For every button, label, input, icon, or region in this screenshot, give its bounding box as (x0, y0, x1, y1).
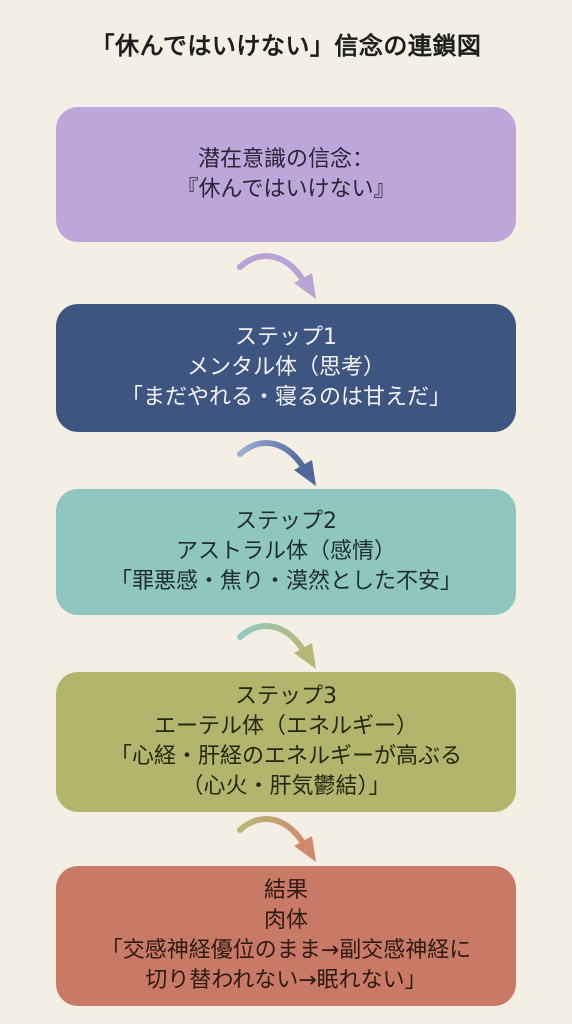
box-line: 切り替われない→眠れない」 (145, 968, 427, 993)
box-line: （心火・肝気鬱結）」 (181, 774, 391, 799)
step2-box: ステップ2 アストラル体（感情） 「罪悪感・焦り・漠然とした不安」 (56, 489, 516, 615)
box-line: エーテル体（エネルギー） (153, 714, 418, 739)
curved-arrow-icon (237, 816, 316, 862)
diagram-title: 「休んではいけない」信念の連鎖図 (90, 32, 482, 60)
box-line: 「心経・肝経のエネルギーが高ぶる (109, 744, 462, 769)
box-line: 潜在意識の信念： (197, 146, 374, 172)
box-line: 「交感神経優位のまま→副交感神経に (100, 938, 472, 963)
curved-arrow-icon (237, 253, 316, 299)
box-line: 結果 (263, 878, 308, 903)
box-line: ステップ3 (235, 684, 337, 709)
box-line: 「罪悪感・焦り・漠然とした不安」 (109, 569, 462, 594)
box-line: 肉体 (263, 908, 308, 933)
curved-arrow-icon (237, 623, 316, 669)
curved-arrow-icon (237, 440, 316, 486)
step3-box: ステップ3 エーテル体（エネルギー） 「心経・肝経のエネルギーが高ぶる （心火・… (56, 672, 516, 812)
result-box: 結果 肉体 「交感神経優位のまま→副交感神経に 切り替われない→眠れない」 (56, 866, 516, 1006)
step1-box: ステップ1 メンタル体（思考） 「まだやれる・寝るのは甘えだ」 (56, 304, 516, 432)
box-line: メンタル体（思考） (186, 355, 385, 380)
box-line: 『休んではいけない』 (176, 176, 396, 202)
box-line: アストラル体（感情） (175, 539, 396, 564)
belief-box: 潜在意識の信念： 『休んではいけない』 (56, 107, 516, 242)
box-line: 「まだやれる・寝るのは甘えだ」 (120, 385, 451, 410)
box-line: ステップ2 (235, 509, 337, 534)
box-line: ステップ1 (235, 325, 337, 350)
